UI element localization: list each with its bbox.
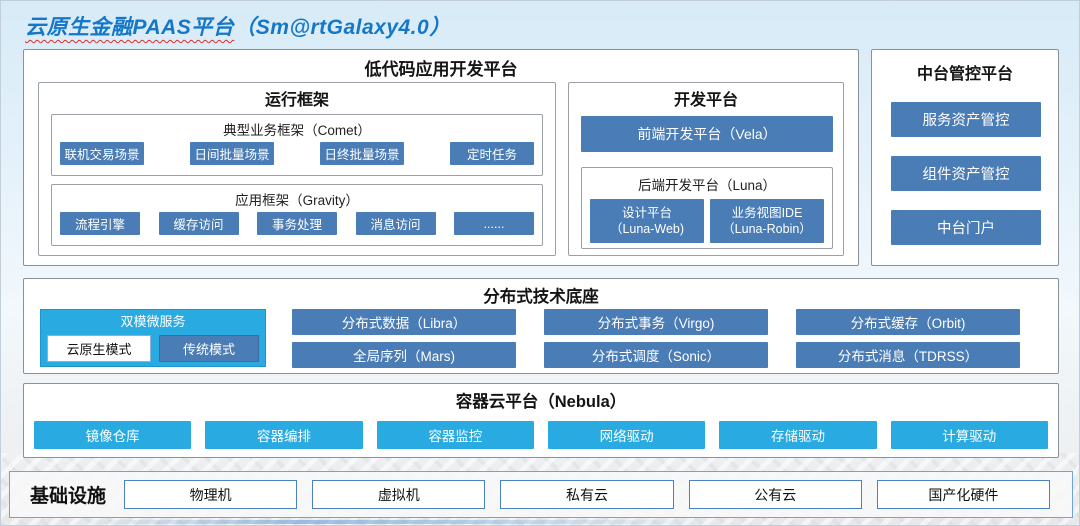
block-luna-web: 设计平台 （Luna-Web) [590, 199, 704, 243]
box-runtime-framework: 运行框架 典型业务框架（Comet） 联机交易场景 日间批量场景 日终批量场景 … [38, 82, 556, 256]
box-luna-backend: 后端开发平台（Luna） 设计平台 （Luna-Web) 业务视图IDE （Lu… [581, 167, 833, 249]
block-physical-machine: 物理机 [124, 480, 298, 509]
block-container-orchestration: 容器编排 [205, 421, 363, 449]
panel-distributed-base: 分布式技术底座 双模微服务 云原生模式 传统模式 分布式数据（Libra） 分布… [23, 278, 1059, 374]
block-orbit-cache: 分布式缓存（Orbit) [796, 309, 1020, 335]
block-cloud-native-mode: 云原生模式 [47, 335, 151, 362]
luna-robin-line1: 业务视图IDE [731, 205, 803, 220]
block-daytime-batch: 日间批量场景 [190, 142, 274, 165]
box-gravity: 应用框架（Gravity） 流程引擎 缓存访问 事务处理 消息访问 ...... [51, 184, 543, 246]
runtime-framework-title: 运行框架 [264, 92, 329, 109]
block-message-access: 消息访问 [355, 212, 436, 235]
dual-mode-row: 云原生模式 传统模式 [47, 335, 259, 362]
block-libra-data: 分布式数据（Libra） [292, 309, 516, 335]
infrastructure-title: 基础设施 [30, 486, 107, 507]
block-eod-batch: 日终批量场景 [320, 142, 404, 165]
block-vela-frontend: 前端开发平台（Vela） [581, 116, 833, 152]
page-title: 云原生金融PAAS平台（Sm@rtGalaxy4.0） [25, 11, 451, 41]
block-image-repository: 镜像仓库 [34, 421, 192, 449]
bottom-blue-streak [81, 520, 701, 524]
block-private-cloud: 私有云 [500, 480, 674, 509]
block-traditional-mode: 传统模式 [159, 335, 259, 362]
block-cache-access: 缓存访问 [158, 212, 239, 235]
block-compute-driver: 计算驱动 [890, 421, 1048, 449]
middle-control-title: 中台管控平台 [916, 66, 1013, 83]
dev-platform-title: 开发平台 [673, 92, 738, 109]
luna-web-line2: （Luna-Web) [609, 222, 685, 236]
block-luna-robin: 业务视图IDE （Luna-Robin） [710, 199, 824, 243]
luna-robin-line2: （Luna-Robin） [722, 222, 812, 236]
block-ellipsis: ...... [454, 212, 534, 235]
panel-low-code-platform: 低代码应用开发平台 运行框架 典型业务框架（Comet） 联机交易场景 日间批量… [23, 49, 859, 266]
low-code-platform-title: 低代码应用开发平台 [364, 60, 518, 79]
block-public-cloud: 公有云 [688, 480, 862, 509]
block-scheduled-task: 定时任务 [450, 142, 534, 165]
box-dual-mode-microservice: 双模微服务 云原生模式 传统模式 [40, 309, 266, 367]
block-virtual-machine: 虚拟机 [312, 480, 486, 509]
dual-mode-title: 双模微服务 [120, 314, 186, 329]
block-service-asset-control: 服务资产管控 [891, 102, 1041, 137]
block-sonic-scheduling: 分布式调度（Sonic） [544, 342, 768, 368]
gravity-title: 应用框架（Gravity） [235, 193, 359, 208]
luna-web-line1: 设计平台 [621, 205, 672, 220]
panel-middle-control: 中台管控平台 服务资产管控 组件资产管控 中台门户 [871, 49, 1059, 266]
block-network-driver: 网络驱动 [547, 421, 706, 449]
comet-blocks-row: 联机交易场景 日间批量场景 日终批量场景 定时任务 [60, 142, 534, 165]
distributed-base-title: 分布式技术底座 [483, 288, 599, 306]
panel-container-cloud: 容器云平台（Nebula） 镜像仓库 容器编排 容器监控 网络驱动 存储驱动 计… [23, 383, 1059, 458]
block-mars-sequence: 全局序列（Mars) [292, 342, 516, 368]
infrastructure-row: 物理机 虚拟机 私有云 公有云 国产化硬件 [124, 480, 1051, 509]
block-online-transaction: 联机交易场景 [60, 142, 144, 165]
block-middle-portal: 中台门户 [891, 210, 1041, 245]
box-comet: 典型业务框架（Comet） 联机交易场景 日间批量场景 日终批量场景 定时任务 [51, 114, 543, 176]
page-title-main: 云原生金融PAAS平台 [25, 16, 235, 39]
infrastructure-band: 基础设施 物理机 虚拟机 私有云 公有云 国产化硬件 [9, 471, 1073, 518]
container-cloud-title: 容器云平台（Nebula） [455, 393, 627, 411]
gravity-blocks-row: 流程引擎 缓存访问 事务处理 消息访问 ...... [60, 212, 534, 235]
distributed-blocks-grid: 分布式数据（Libra） 分布式事务（Virgo) 分布式缓存（Orbit) 全… [292, 309, 1020, 368]
block-container-monitoring: 容器监控 [376, 421, 534, 449]
page-title-version: （Sm@rtGalaxy4.0） [234, 16, 451, 39]
block-domestic-hardware: 国产化硬件 [876, 480, 1051, 509]
block-storage-driver: 存储驱动 [719, 421, 877, 449]
luna-blocks-row: 设计平台 （Luna-Web) 业务视图IDE （Luna-Robin） [590, 199, 824, 243]
block-process-engine: 流程引擎 [60, 212, 140, 235]
box-dev-platform: 开发平台 前端开发平台（Vela） 后端开发平台（Luna） 设计平台 （Lun… [568, 82, 844, 256]
block-virgo-transaction: 分布式事务（Virgo) [544, 309, 768, 335]
block-transaction-processing: 事务处理 [257, 212, 337, 235]
container-cloud-row: 镜像仓库 容器编排 容器监控 网络驱动 存储驱动 计算驱动 [34, 421, 1048, 449]
block-component-asset-control: 组件资产管控 [891, 156, 1041, 191]
luna-backend-title: 后端开发平台（Luna） [637, 178, 777, 193]
block-tdrss-message: 分布式消息（TDRSS） [796, 342, 1020, 368]
comet-title: 典型业务框架（Comet） [223, 123, 371, 138]
